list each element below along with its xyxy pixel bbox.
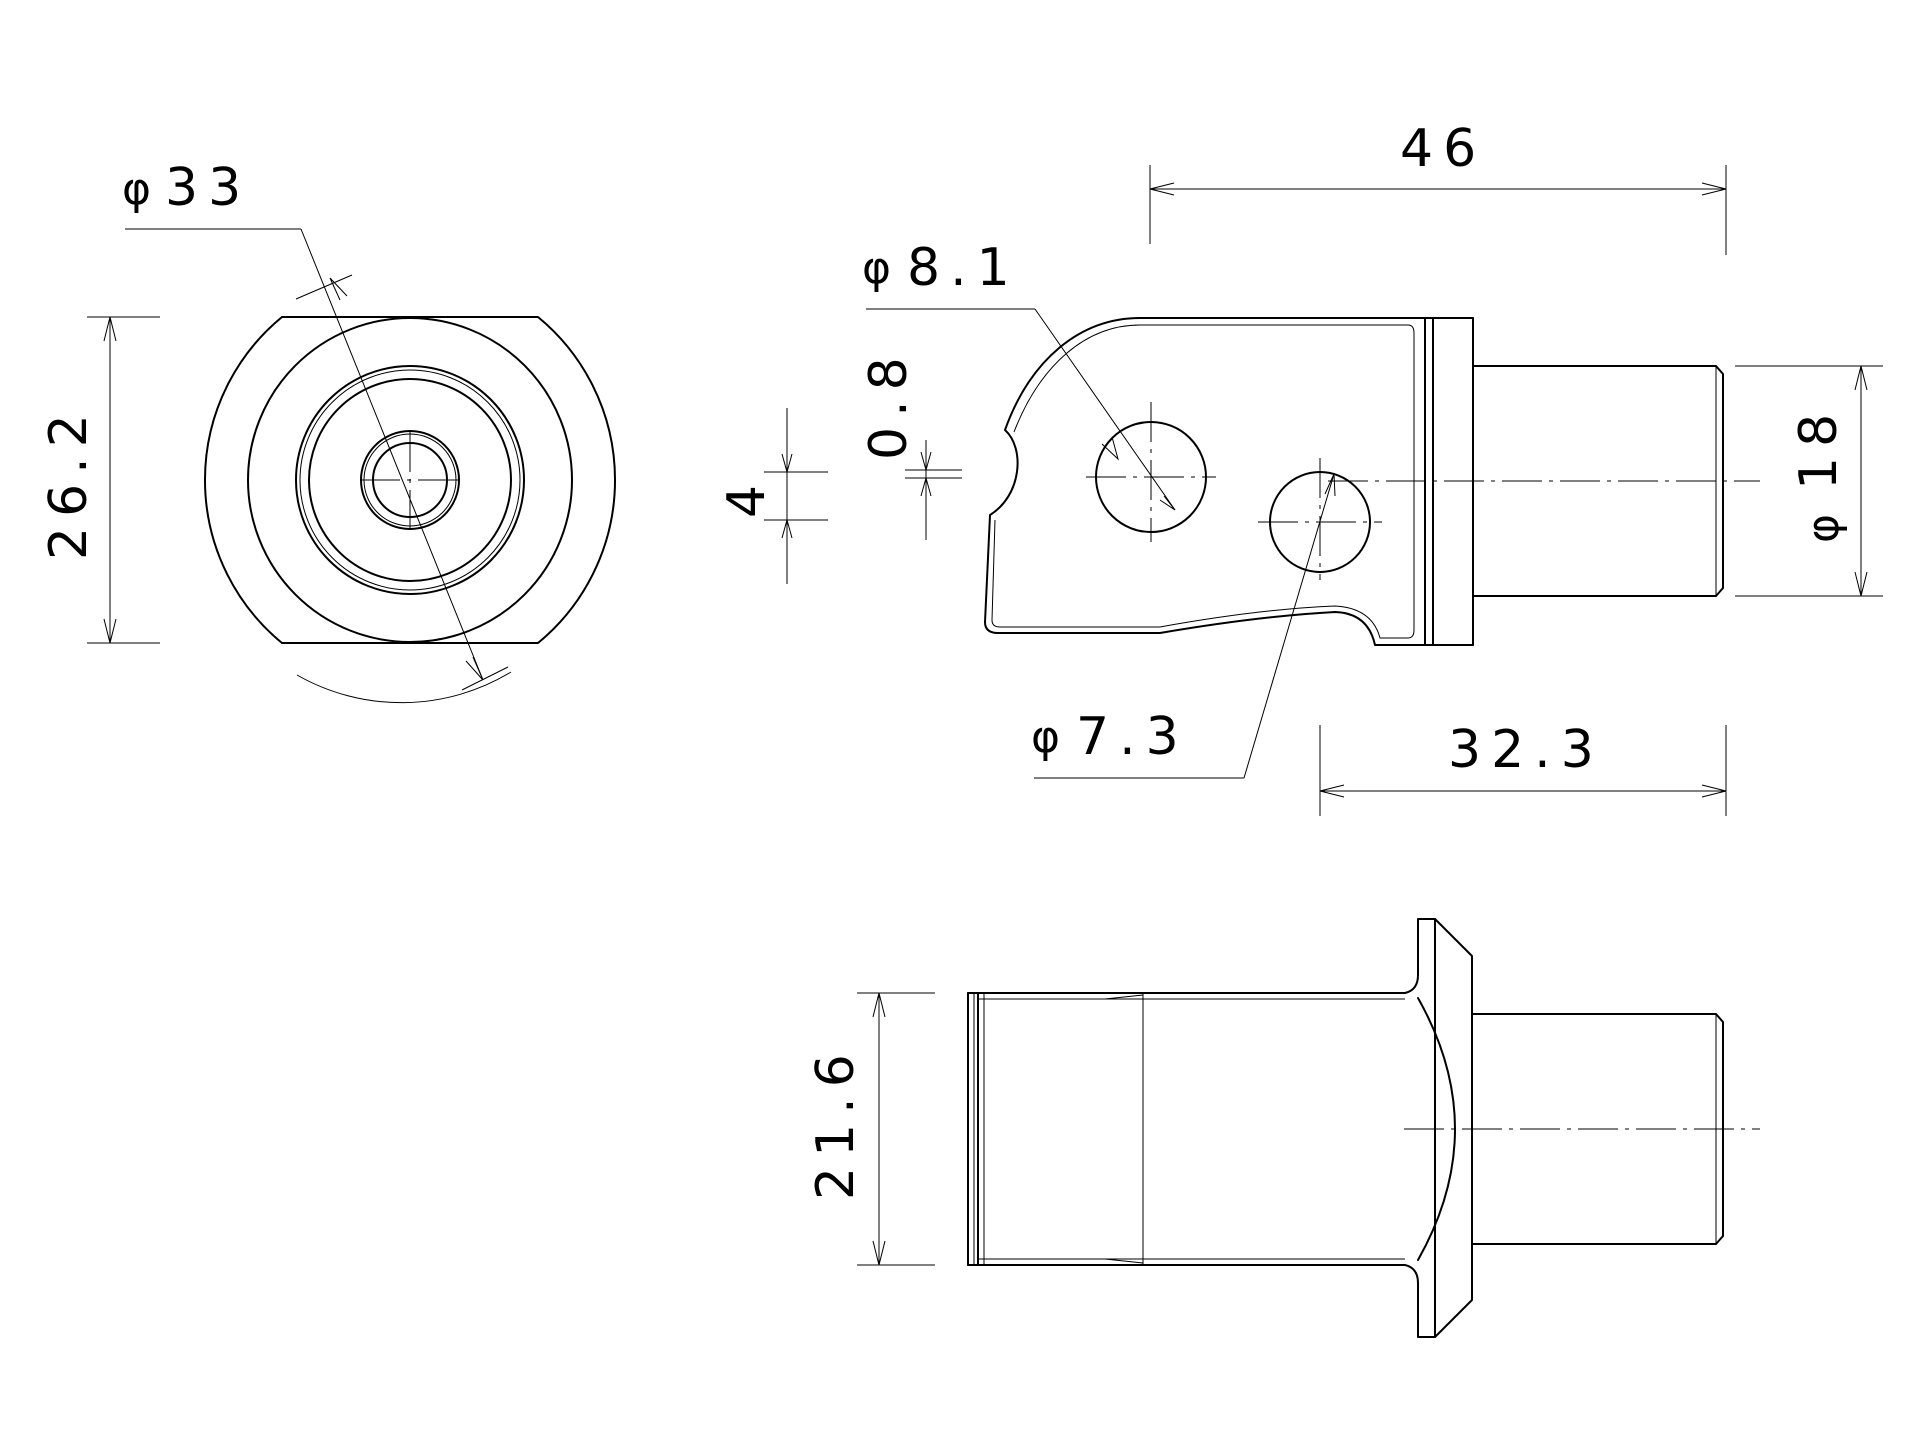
top-edge-taper-upper (1104, 994, 1144, 1000)
phi73-diagonal (1243, 473, 1335, 779)
phi81-diagonal (1034, 308, 1176, 511)
front-ring-2b (299, 369, 521, 591)
phi81-arrow-a (1101, 436, 1119, 461)
top-edge-taper-lower (1104, 1258, 1144, 1264)
side-body-outline (984, 317, 1474, 646)
dim08-arrow-top (920, 451, 932, 472)
phi81-value: 8.1 (907, 238, 1020, 298)
dim26-value: 26.2 (39, 404, 99, 560)
front-outer-profile (204, 316, 616, 644)
phi18-symbol: φ (1798, 514, 1849, 543)
front-ring-3 (308, 378, 512, 582)
phi33-diagonal (300, 228, 484, 681)
dim46-value: 46 (1400, 119, 1486, 179)
top-view: 21.6 (806, 918, 1760, 1338)
dim4-arrow-top (781, 453, 793, 474)
dim4-value: 4 (717, 475, 777, 518)
front-ring-1 (247, 317, 573, 643)
front-view: φ 33 26.2 (39, 158, 616, 704)
phi33-extension-tick-bottom (461, 666, 509, 691)
dim46-arrow-left (1149, 182, 1175, 196)
phi33-extension-arc (296, 671, 512, 704)
dim323-arrow-left (1319, 784, 1345, 798)
dim4-arrow-bottom (781, 518, 793, 539)
phi33-arrow-top (329, 277, 348, 301)
phi73-arrow (1324, 473, 1336, 497)
side-view: 46 φ 8.1 0.8 4 φ 7.3 32.3 (717, 119, 1883, 816)
phi33-value: 33 (165, 158, 251, 218)
dim323-value: 32.3 (1448, 720, 1604, 780)
top-body-outline (977, 918, 1473, 1338)
dim216-arrow-top (872, 992, 886, 1018)
dim46-arrow-right (1701, 182, 1727, 196)
phi81-symbol: φ (862, 243, 891, 294)
phi73-symbol: φ (1031, 712, 1060, 763)
dim26-arrow-bottom (103, 618, 117, 644)
phi73-value: 7.3 (1076, 707, 1189, 767)
phi18-arrow-top (1854, 365, 1868, 391)
dim26-arrow-top (103, 316, 117, 342)
phi81-arrow-b (1159, 495, 1176, 511)
phi33-extension-tick-top (295, 274, 353, 300)
phi18-value: 18 (1789, 404, 1849, 490)
side-inner-contour (991, 324, 1415, 639)
front-ring-2 (295, 365, 525, 595)
dim08-value: 0.8 (859, 347, 919, 460)
phi33-arrow-bottom (465, 656, 484, 681)
dim216-value: 21.6 (806, 1044, 866, 1200)
dim08-arrow-bottom (920, 476, 932, 497)
dim323-arrow-right (1701, 784, 1727, 798)
phi18-arrow-bottom (1854, 571, 1868, 597)
phi33-symbol: φ (122, 164, 151, 215)
dim216-arrow-bottom (872, 1240, 886, 1266)
